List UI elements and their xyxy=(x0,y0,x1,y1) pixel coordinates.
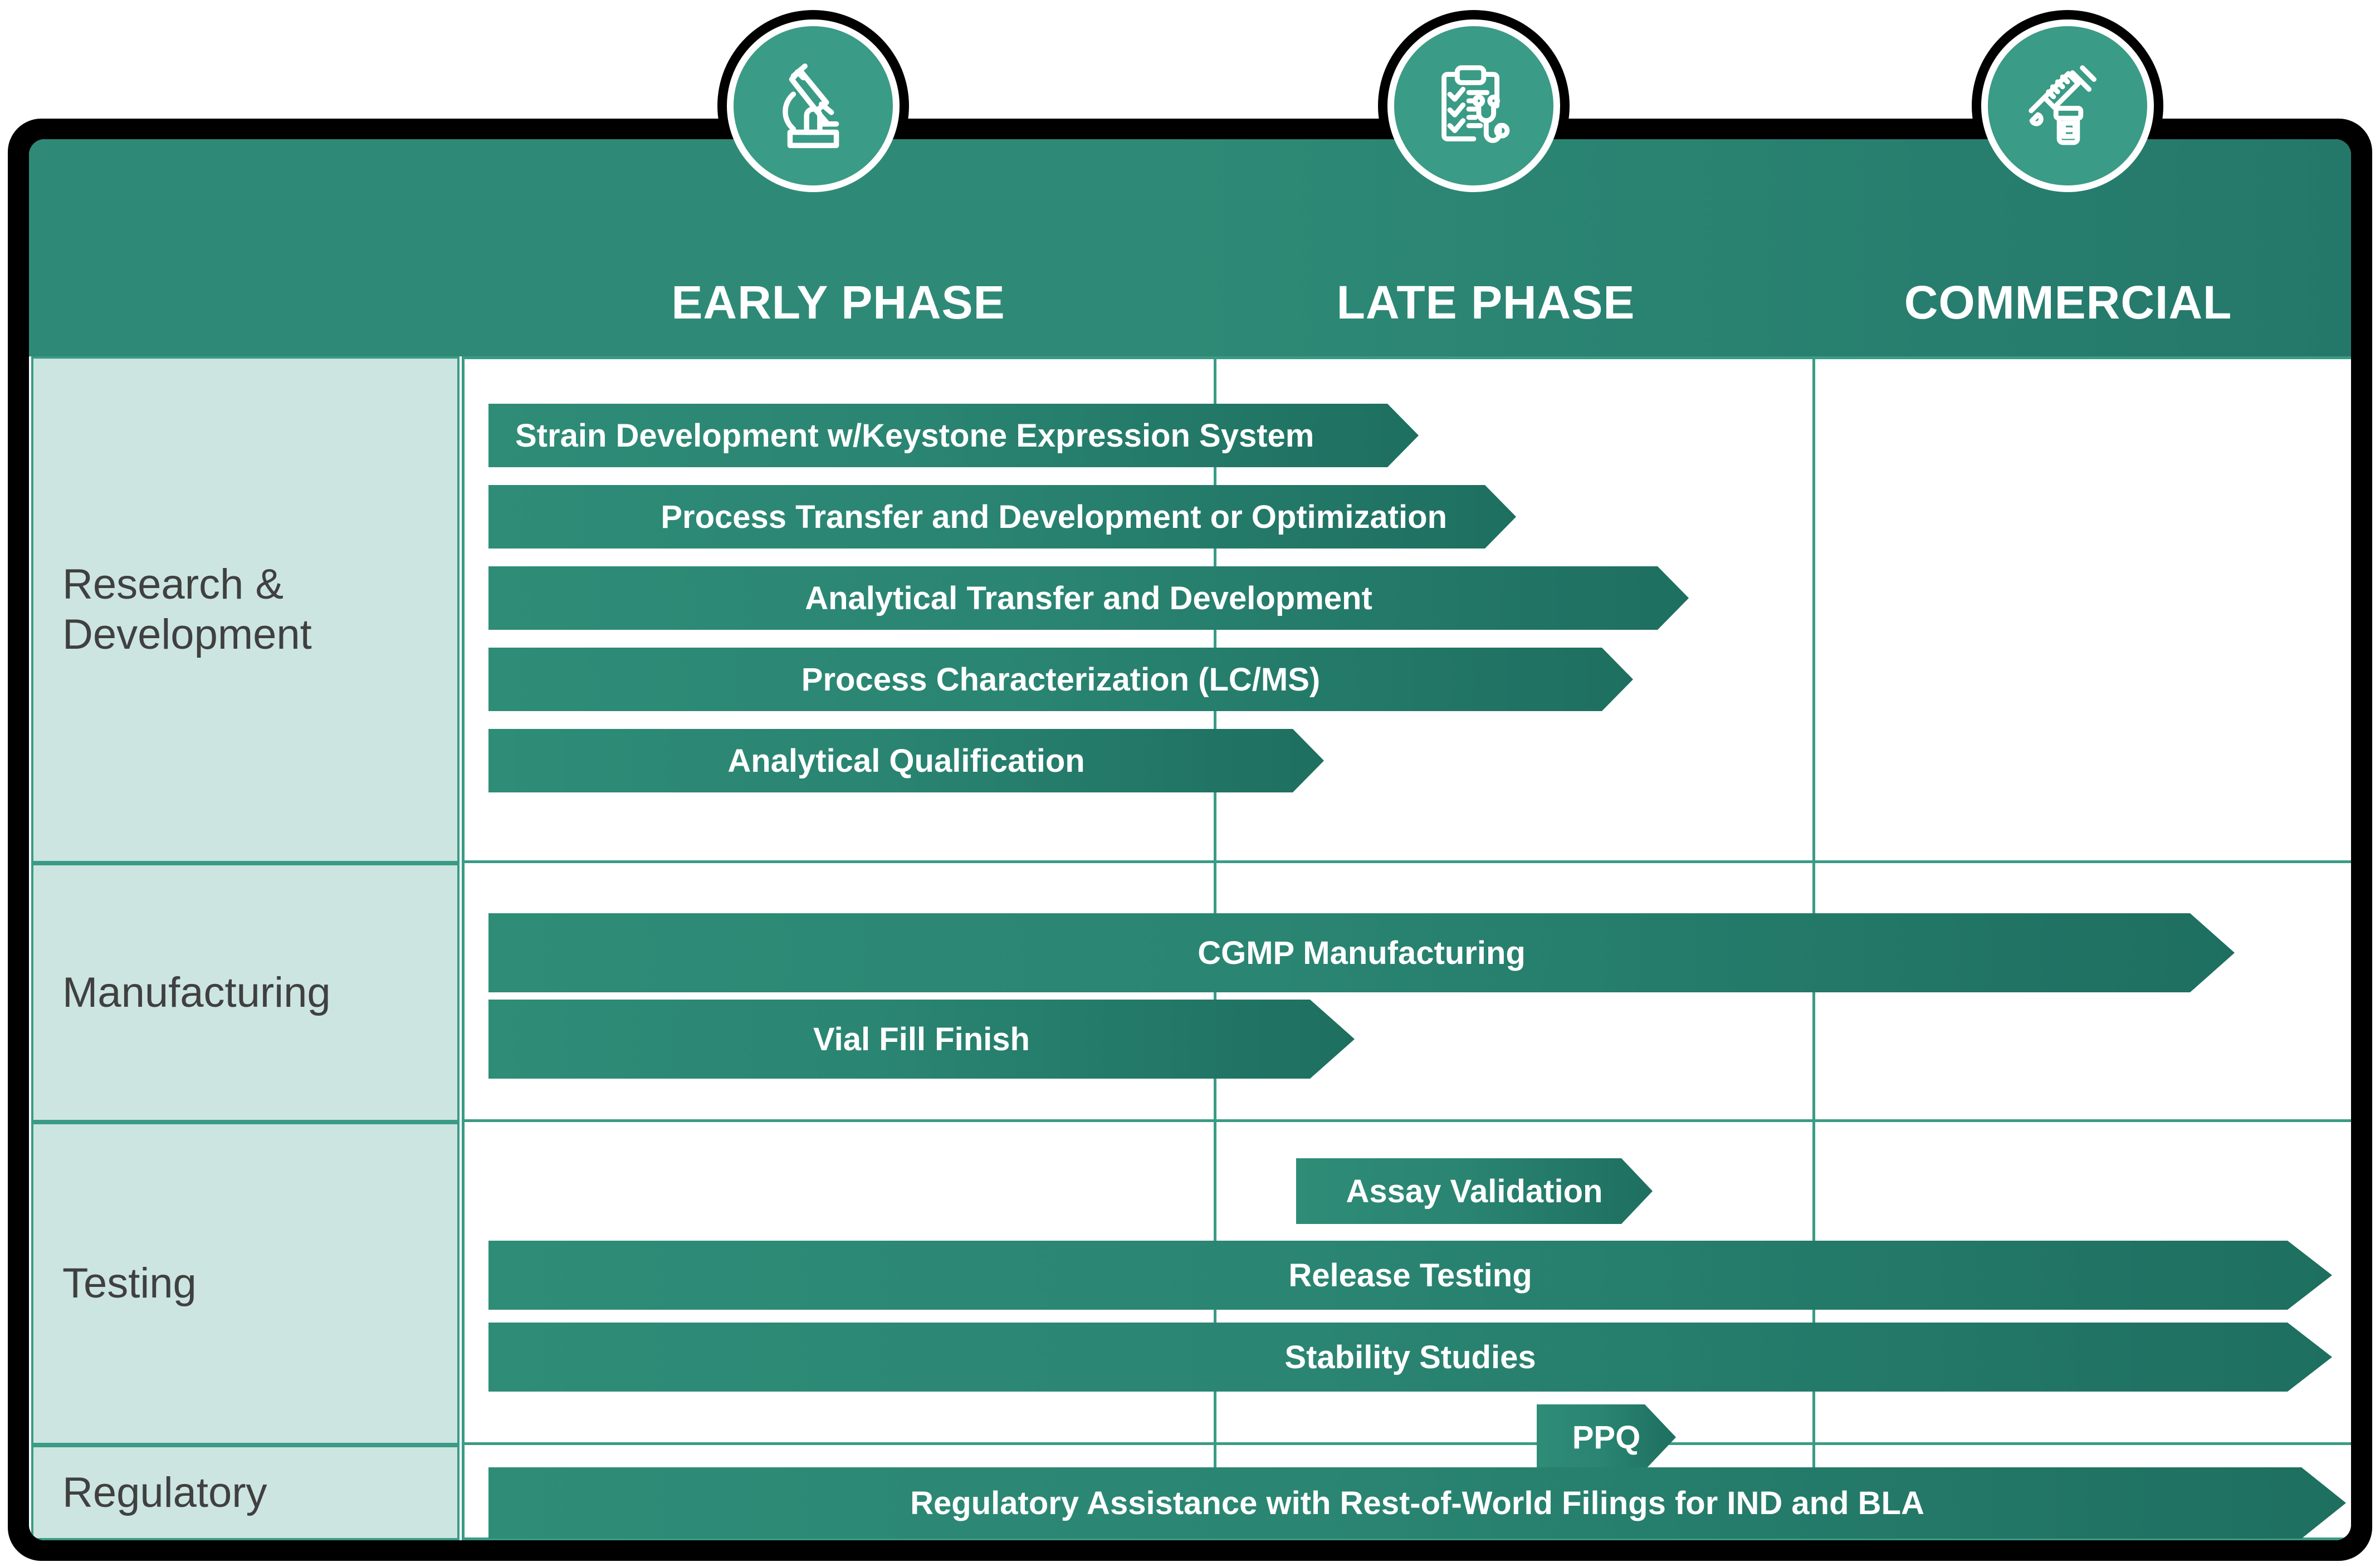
syringe-vial-icon xyxy=(2029,65,2096,145)
bar-analytical-qualification[interactable]: Analytical Qualification xyxy=(488,729,1324,792)
phase-header-band: EARLY PHASE LATE PHASE COMMERCIAL xyxy=(29,139,2351,356)
bar-release-testing[interactable]: Release Testing xyxy=(488,1241,2332,1310)
bar-ppq[interactable]: PPQ xyxy=(1537,1404,1676,1470)
bar-process-characterization[interactable]: Process Characterization (LC/MS) xyxy=(488,648,1633,711)
bar-cgmp-manufacturing[interactable]: CGMP Manufacturing xyxy=(488,913,2235,992)
bar-process-transfer[interactable]: Process Transfer and Development or Opti… xyxy=(488,485,1516,549)
category-label-column: Research &Development Manufacturing Test… xyxy=(29,356,462,1540)
clipboard-stethoscope-icon xyxy=(1441,65,1510,143)
phase-icon-circle-late xyxy=(1387,19,1560,192)
bar-strain-development[interactable]: Strain Development w/Keystone Expression… xyxy=(488,404,1419,467)
grid-line-row-3 xyxy=(462,1442,2351,1445)
phase-icon-circle-commercial xyxy=(1981,19,2154,192)
diagram-canvas: EARLY PHASE LATE PHASE COMMERCIAL Resear… xyxy=(29,139,2351,1540)
phase-grid: Research &Development Manufacturing Test… xyxy=(29,356,2351,1540)
category-label-testing: Testing xyxy=(62,1260,197,1308)
bar-regulatory-assistance[interactable]: Regulatory Assistance with Rest-of-World… xyxy=(488,1467,2346,1539)
phase-label-early: EARLY PHASE xyxy=(671,276,1005,329)
phase-header-late: LATE PHASE xyxy=(1186,139,1785,356)
category-label-regulatory: Regulatory xyxy=(62,1468,267,1516)
bar-assay-validation[interactable]: Assay Validation xyxy=(1296,1158,1653,1224)
grid-line-left xyxy=(462,356,465,1540)
grid-line-row-top xyxy=(462,356,2351,359)
category-cell-regulatory: Regulatory xyxy=(31,1445,460,1540)
category-cell-research-development: Research &Development xyxy=(31,356,460,863)
bar-stability-studies[interactable]: Stability Studies xyxy=(488,1323,2332,1392)
bar-vial-fill-finish[interactable]: Vial Fill Finish xyxy=(488,1000,1355,1079)
bars-area: Strain Development w/Keystone Expression… xyxy=(462,356,2351,1540)
grid-line-row-1 xyxy=(462,860,2351,863)
category-label-research-development: Research &Development xyxy=(62,561,312,658)
microscope-icon xyxy=(783,63,839,148)
category-cell-manufacturing: Manufacturing xyxy=(31,863,460,1122)
phase-header-early: EARLY PHASE xyxy=(490,139,1186,356)
phase-header-commercial: COMMERCIAL xyxy=(1785,139,2351,356)
phase-label-late: LATE PHASE xyxy=(1336,276,1635,329)
category-cell-testing: Testing xyxy=(31,1122,460,1445)
grid-line-row-bottom xyxy=(462,1537,2351,1540)
grid-line-row-2 xyxy=(462,1119,2351,1122)
bar-analytical-transfer[interactable]: Analytical Transfer and Development xyxy=(488,566,1689,630)
phase-icon-circle-early xyxy=(727,19,900,192)
category-label-manufacturing: Manufacturing xyxy=(62,968,331,1016)
phase-label-commercial: COMMERCIAL xyxy=(1904,276,2232,329)
